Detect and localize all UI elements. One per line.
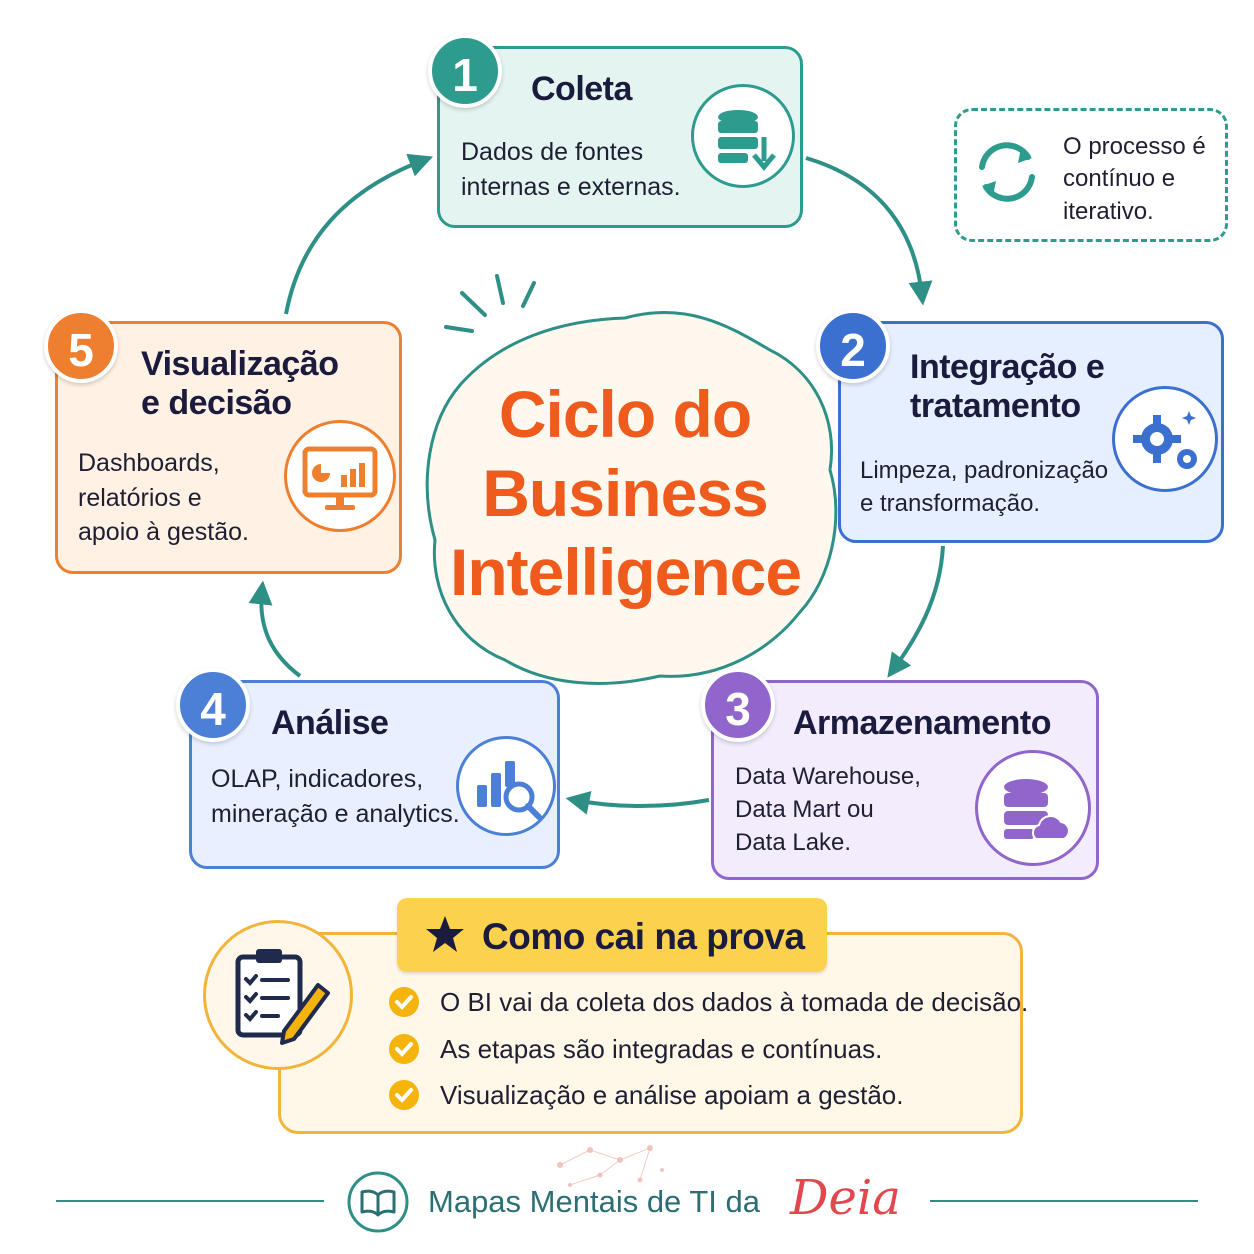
stage-title-line: e decisão bbox=[141, 384, 292, 423]
note-text: O processo é contínuo e iterativo. bbox=[1063, 131, 1223, 228]
star-icon bbox=[426, 916, 464, 952]
footer-brand: Mapas Mentais de TI da bbox=[428, 1184, 760, 1219]
stage-title-line: Visualização bbox=[141, 345, 339, 383]
exam-title-tab bbox=[397, 898, 827, 972]
footer-signature: Deia bbox=[790, 1170, 901, 1226]
exam-item: As etapas são integradas e contínuas. bbox=[440, 1034, 883, 1064]
note-line: iterativo. bbox=[1063, 197, 1154, 225]
footer-divider-right bbox=[930, 1200, 1198, 1202]
refresh-cycle-icon bbox=[979, 142, 1035, 202]
footer-network-decoration bbox=[557, 1145, 664, 1187]
stage-number-badge: 1 bbox=[428, 34, 502, 108]
stage-title: Visualização e decisão bbox=[141, 345, 339, 423]
stage-description-line: mineração e analytics. bbox=[211, 799, 460, 828]
note-line: contínuo e bbox=[1063, 165, 1176, 193]
monitor-dashboard-icon bbox=[284, 420, 396, 532]
center-title-line: Business bbox=[482, 456, 768, 531]
center-title-line: Ciclo do bbox=[498, 377, 752, 451]
stage-description-line: relatórios e bbox=[78, 483, 202, 512]
database-cloud-icon bbox=[975, 750, 1091, 866]
arrow-1-to-2 bbox=[805, 156, 933, 306]
stage-number-badge: 4 bbox=[176, 668, 250, 742]
center-title: Ciclo do Business Intelligence bbox=[450, 375, 802, 613]
stage-description-line: Dados de fontes bbox=[461, 138, 644, 166]
stage-title: Coleta bbox=[531, 70, 632, 108]
stage-description: Dados de fontes internas e externas. bbox=[461, 135, 681, 204]
stage-title: Análise bbox=[271, 704, 389, 742]
note-line: O processo é bbox=[1063, 133, 1206, 160]
footer-divider-left bbox=[56, 1200, 324, 1202]
stage-description: Data Warehouse, Data Mart ou Data Lake. bbox=[735, 760, 921, 859]
center-blob bbox=[425, 310, 838, 685]
stage-number-badge: 2 bbox=[816, 309, 890, 383]
arrow-4-to-5 bbox=[248, 580, 302, 678]
gears-icon bbox=[1112, 386, 1218, 492]
stage-description-line: OLAP, indicadores, bbox=[211, 765, 424, 793]
check-icon bbox=[389, 1080, 419, 1110]
database-download-icon bbox=[691, 84, 795, 188]
stage-title: Integração e tratamento bbox=[910, 348, 1105, 426]
stage-title-line: Integração e bbox=[910, 348, 1105, 386]
stage-description-line: Limpeza, padronização bbox=[860, 457, 1109, 484]
stage-title: Armazenamento bbox=[793, 704, 1052, 742]
decorative-rays bbox=[444, 274, 536, 333]
stage-title-line: tratamento bbox=[910, 387, 1081, 426]
arrow-5-to-1 bbox=[284, 153, 433, 315]
check-icon bbox=[389, 987, 419, 1017]
stage-description-line: Data Mart ou bbox=[735, 796, 874, 824]
check-icon bbox=[389, 1034, 419, 1064]
stage-description-line: Data Lake. bbox=[735, 829, 852, 857]
arrow-2-to-3 bbox=[887, 545, 945, 678]
continuous-process-note bbox=[954, 108, 1228, 242]
stage-description: Dashboards, relatórios e apoio à gestão. bbox=[78, 446, 249, 550]
center-title-line: Intelligence bbox=[450, 535, 802, 610]
stage-number-badge: 3 bbox=[701, 668, 775, 742]
open-book-icon bbox=[347, 1171, 409, 1233]
exam-item: O BI vai da coleta dos dados à tomada de… bbox=[440, 987, 1029, 1017]
stage-description-line: Data Warehouse, bbox=[735, 763, 921, 790]
stage-description-line: internas e externas. bbox=[461, 172, 681, 201]
stage-description-line: apoio à gestão. bbox=[78, 518, 249, 546]
stage-description-line: Dashboards, bbox=[78, 449, 220, 477]
stage-description-line: e transformação. bbox=[860, 490, 1041, 518]
arrow-3-to-4 bbox=[565, 791, 710, 815]
clipboard-checklist-icon bbox=[203, 920, 353, 1070]
stage-description: OLAP, indicadores, mineração e analytics… bbox=[211, 762, 460, 831]
chart-magnifier-icon bbox=[456, 736, 556, 836]
exam-title: Como cai na prova bbox=[482, 916, 805, 957]
stage-number-badge: 5 bbox=[44, 309, 118, 383]
exam-item: Visualização e análise apoiam a gestão. bbox=[440, 1080, 904, 1110]
stage-description: Limpeza, padronização e transformação. bbox=[860, 454, 1108, 520]
